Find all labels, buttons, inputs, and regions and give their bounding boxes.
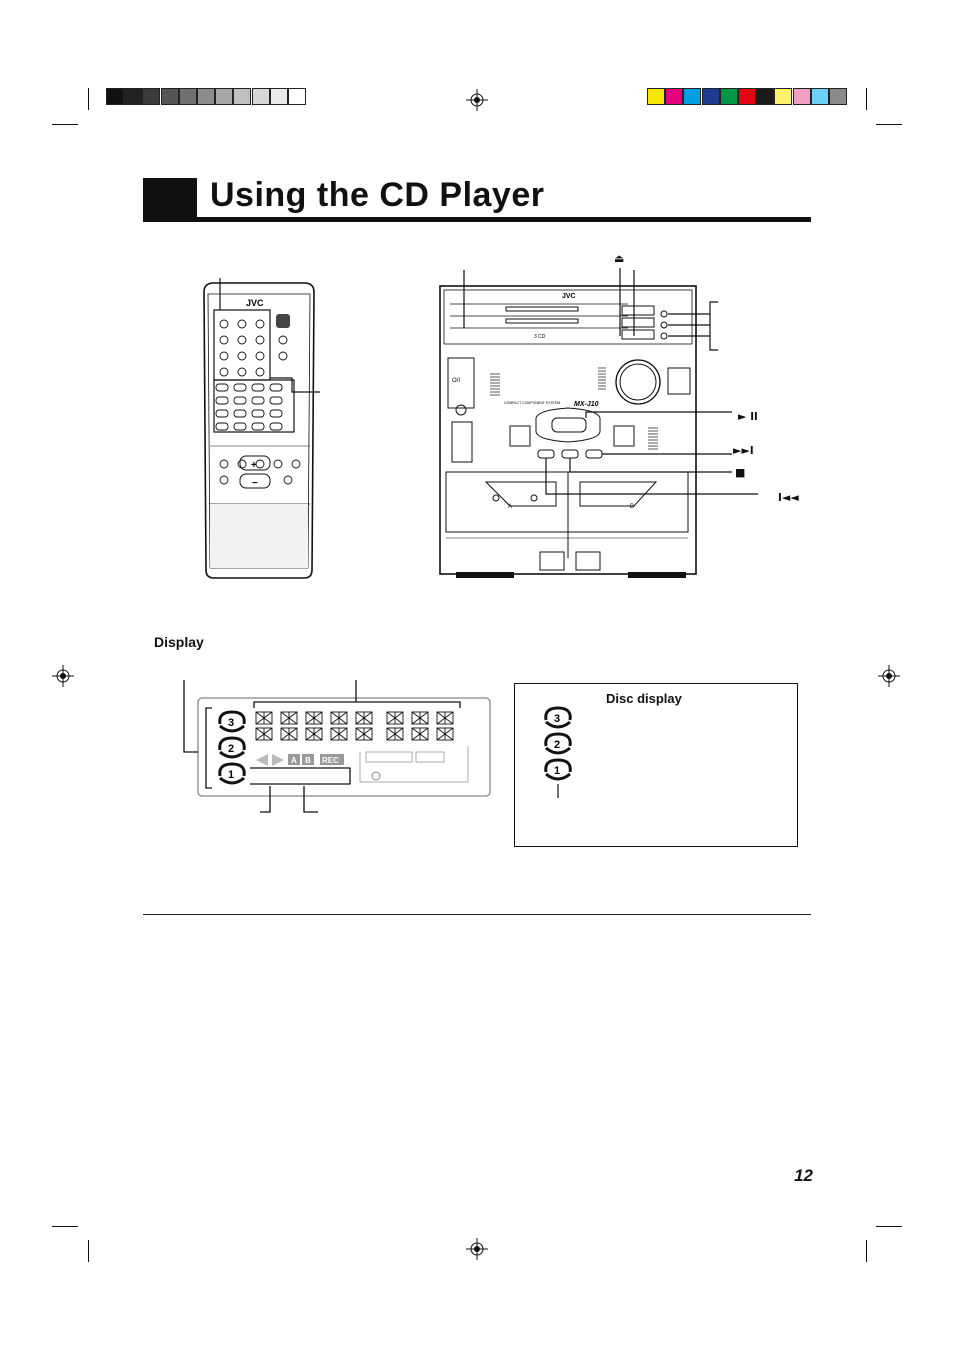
crop-mark [88, 1240, 89, 1262]
disc-display-heading: Disc display [606, 691, 682, 706]
main-unit-illustration: JVC 3 CD O/I COMPACT COMPONENT SYSTEM MX… [439, 268, 758, 578]
registration-target-icon [466, 1238, 488, 1260]
eject-symbol: ⏏ [614, 252, 625, 265]
display-heading: Display [154, 634, 204, 650]
unit-subtitle: COMPACT COMPONENT SYSTEM [504, 401, 560, 405]
registration-swatch [251, 88, 270, 105]
disc-display-illustration: 3 2 1 [544, 706, 572, 798]
deck-a-label: A [508, 504, 512, 510]
a-indicator: A [291, 756, 297, 765]
registration-swatch [738, 88, 756, 105]
b-indicator: B [305, 756, 311, 765]
crop-mark [866, 88, 867, 110]
unit-model: MX-J10 [574, 401, 599, 408]
disc-number-1: 1 [228, 769, 234, 781]
registration-swatch [719, 88, 738, 105]
registration-target-icon [878, 665, 900, 687]
registration-swatch [160, 88, 179, 105]
crop-mark [88, 88, 89, 110]
registration-swatch [215, 88, 234, 105]
registration-swatch [810, 88, 829, 105]
page-number: 12 [794, 1166, 813, 1185]
crop-mark [866, 1240, 867, 1262]
registration-swatch [178, 88, 197, 105]
registration-target-icon [52, 665, 74, 687]
disc-number-3: 3 [228, 717, 234, 729]
section-rule [143, 914, 811, 915]
display-panel-illustration: 3 2 1 A B REC [183, 680, 491, 813]
prev-symbol: l◄◄ [778, 491, 799, 504]
registration-target-icon [466, 89, 488, 111]
registration-swatch [124, 88, 143, 105]
registration-swatch [647, 88, 665, 105]
registration-swatch [792, 88, 811, 105]
power-label: O/I [452, 378, 460, 384]
page-title: Using the CD Player [210, 176, 545, 214]
unit-brand-label: JVC [562, 293, 576, 300]
registration-swatch [142, 88, 161, 105]
title-block [143, 178, 197, 222]
crop-mark [876, 124, 902, 125]
remote-control-illustration: JVC + − [203, 278, 320, 579]
registration-swatch [665, 88, 684, 105]
disc-number-1: 1 [554, 765, 560, 777]
svg-text:+: + [251, 460, 257, 471]
three-cd-label: 3 CD [534, 334, 546, 340]
stop-symbol: ■ [735, 466, 746, 479]
play-pause-symbol: ► ll [738, 410, 758, 423]
title-rule [197, 217, 811, 222]
registration-swatch [701, 88, 720, 105]
disc-number-2: 2 [554, 739, 560, 751]
rec-indicator: REC [322, 756, 339, 765]
disc-number-2: 2 [228, 743, 234, 755]
disc-number-3: 3 [554, 713, 560, 725]
registration-swatch [288, 88, 306, 105]
crop-mark [52, 124, 78, 125]
crop-mark [52, 1226, 78, 1227]
registration-swatch [774, 88, 793, 105]
registration-swatch [683, 88, 702, 105]
remote-brand-label: JVC [246, 298, 264, 308]
registration-swatch [829, 88, 847, 105]
next-symbol: ►►l [733, 444, 754, 457]
registration-swatch [106, 88, 124, 105]
registration-swatch [269, 88, 288, 105]
registration-swatch [756, 88, 775, 105]
crop-mark [876, 1226, 902, 1227]
deck-b-label: B [630, 504, 634, 510]
svg-text:−: − [252, 478, 258, 489]
registration-swatch [233, 88, 252, 105]
registration-swatch [197, 88, 215, 105]
disc-display-box [514, 683, 798, 847]
